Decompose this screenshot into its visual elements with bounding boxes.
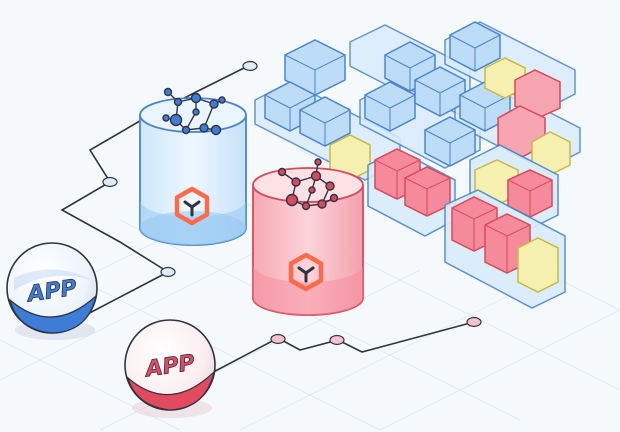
red-database-cylinder — [252, 167, 364, 316]
graph-network-icon — [162, 87, 226, 136]
app-sphere-red: APP — [124, 319, 216, 418]
hexagon-logo-icon — [174, 186, 210, 226]
red-container-stack — [367, 144, 566, 309]
blue-database-cylinder — [139, 97, 247, 246]
connection-lines — [60, 65, 475, 379]
mixed-container-stack — [329, 57, 571, 181]
graph-network-icon — [277, 158, 339, 211]
hexagon-logo-icon — [288, 252, 324, 292]
app-sphere-blue: APP — [6, 242, 98, 340]
connection-nodes — [102, 60, 482, 346]
